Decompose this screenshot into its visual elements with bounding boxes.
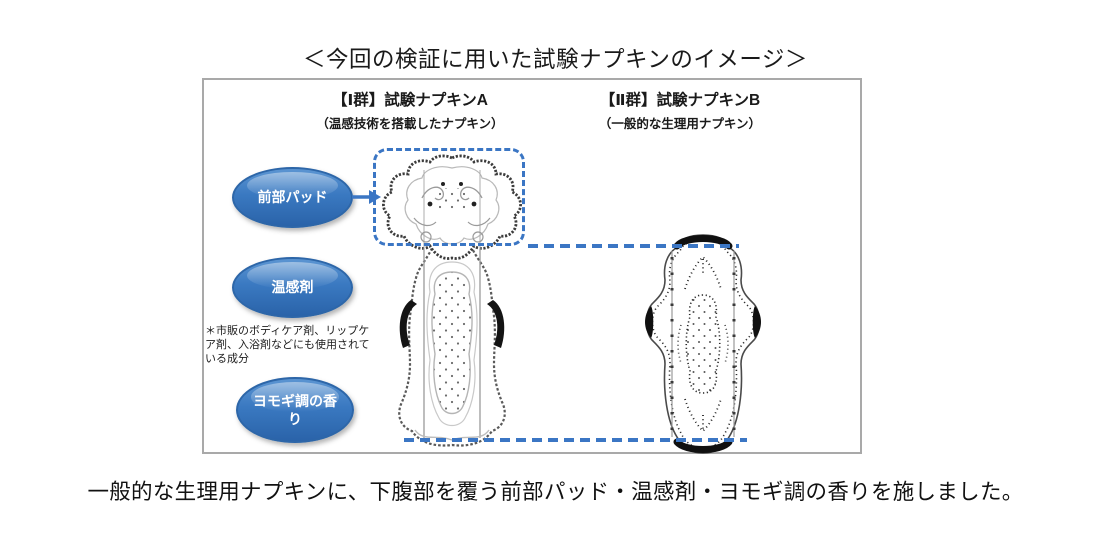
napkin-b-right-wing	[752, 306, 761, 338]
napkin-a-illustration	[382, 154, 522, 447]
warming-agent-note: ＊市販のボディケア剤、リップケア剤、入浴剤などにも使用されている成分	[205, 325, 370, 365]
napkin-b-top-chevron	[684, 255, 722, 290]
callout-mugwort-scent-label: ヨモギ調の香り	[253, 392, 337, 427]
figure-caption: 一般的な生理用ナプキンに、下腹部を覆う前部パッド・温感剤・ヨモギ調の香りを施しま…	[87, 480, 1024, 504]
napkin-a-accent-dot	[427, 201, 433, 207]
callout-warming-agent: 温感剤	[232, 257, 353, 318]
napkin-a-accent-dot	[441, 182, 445, 186]
napkin-b-subtitle: （一般的な生理用ナプキン）	[598, 117, 762, 131]
napkin-b-bottom-chevron	[684, 398, 722, 433]
napkin-a-swirl	[467, 217, 491, 227]
napkin-a-pad-dot-patch	[439, 188, 465, 212]
callout-front-pad-label: 前部パッド	[257, 189, 328, 206]
callout-front-pad: 前部パッド	[232, 167, 353, 228]
napkin-a-swirl	[413, 217, 437, 227]
napkin-b-core	[685, 294, 721, 394]
napkin-a-core-outer	[426, 261, 478, 427]
napkin-a-title: 【Ⅰ群】試験ナプキンA	[332, 92, 488, 109]
napkin-a-left-wing	[399, 300, 417, 348]
napkin-b-left-wing	[645, 306, 654, 338]
right-arrow-icon	[352, 190, 381, 204]
callout-warming-agent-label: 温感剤	[271, 279, 314, 296]
callout-mugwort-scent: ヨモギ調の香り	[236, 377, 354, 443]
napkin-b-illustration	[645, 234, 761, 454]
dashed-connector-top	[528, 244, 739, 248]
napkin-b-top-cap	[673, 235, 733, 250]
napkin-a-subtitle: （温感技術を搭載したナプキン）	[316, 117, 504, 131]
napkin-a-accent-dot	[471, 201, 477, 207]
napkin-b-dotted-border	[651, 239, 755, 449]
front-pad-dashed-outline	[373, 148, 525, 246]
dashed-connector-bottom	[404, 438, 747, 442]
napkin-a-right-wing	[487, 300, 505, 348]
figure-title: ＜今回の検証に用いた試験ナプキンのイメージ＞	[303, 47, 808, 72]
napkin-b-title: 【Ⅱ群】試験ナプキンB	[599, 92, 761, 109]
napkin-a-spiral	[472, 231, 484, 243]
napkin-b-bottom-cap	[673, 438, 733, 453]
napkin-a-header: 【Ⅰ群】試験ナプキンA （温感技術を搭載したナプキン）	[255, 88, 565, 132]
napkin-b-header: 【Ⅱ群】試験ナプキンB （一般的な生理用ナプキン）	[525, 88, 835, 132]
napkin-a-accent-dot	[459, 182, 463, 186]
napkin-a-core	[431, 271, 473, 415]
napkin-a-spiral	[420, 231, 432, 243]
